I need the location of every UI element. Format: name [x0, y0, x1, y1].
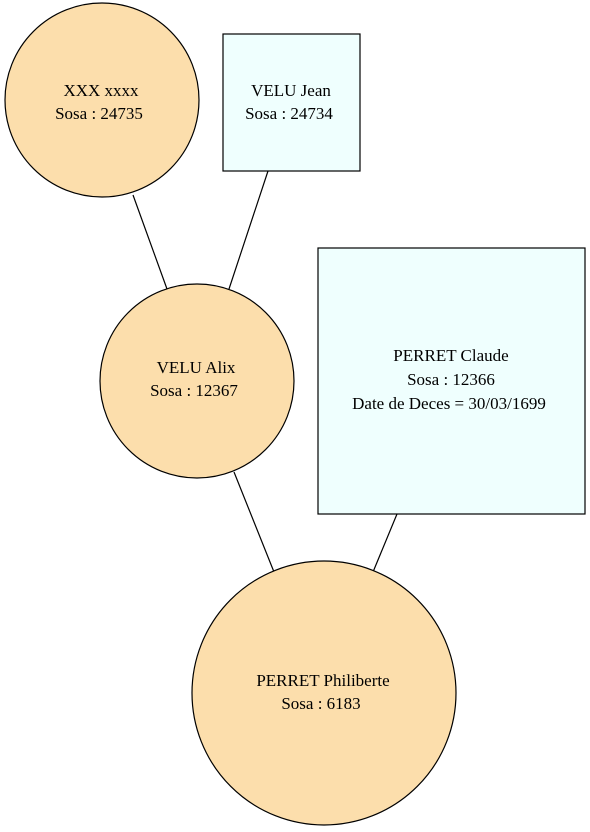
person-sosa: Sosa : 12367 — [150, 381, 238, 400]
person-node-perret-philiberte: PERRET Philiberte Sosa : 6183 — [191, 560, 457, 826]
person-node-xxx-xxxx: XXX xxxx Sosa : 24735 — [4, 2, 200, 198]
person-name: XXX xxxx — [63, 81, 139, 100]
edge-xxx-to-alix — [132, 194, 168, 290]
person-death-date: Date de Deces = 30/03/1699 — [352, 394, 546, 413]
female-node-shape — [4, 2, 200, 198]
edge-claude-to-philiberte — [372, 513, 398, 573]
person-name: PERRET Claude — [393, 346, 508, 365]
edge-jean-to-alix — [228, 170, 269, 290]
person-sosa: Sosa : 24735 — [55, 104, 143, 123]
male-node-shape — [222, 33, 361, 172]
person-node-perret-claude: PERRET Claude Sosa : 12366 Date de Deces… — [317, 247, 586, 515]
person-node-velu-alix: VELU Alix Sosa : 12367 — [99, 283, 295, 479]
female-node-shape — [191, 560, 457, 826]
person-sosa: Sosa : 6183 — [281, 694, 360, 713]
person-name: PERRET Philiberte — [256, 671, 389, 690]
person-sosa: Sosa : 12366 — [407, 370, 495, 389]
person-name: VELU Jean — [251, 81, 331, 100]
person-sosa: Sosa : 24734 — [245, 104, 333, 123]
male-node-shape — [317, 247, 586, 515]
person-node-velu-jean: VELU Jean Sosa : 24734 — [222, 33, 361, 172]
person-name: VELU Alix — [157, 358, 236, 377]
edge-alix-to-philiberte — [233, 471, 275, 573]
female-node-shape — [99, 283, 295, 479]
